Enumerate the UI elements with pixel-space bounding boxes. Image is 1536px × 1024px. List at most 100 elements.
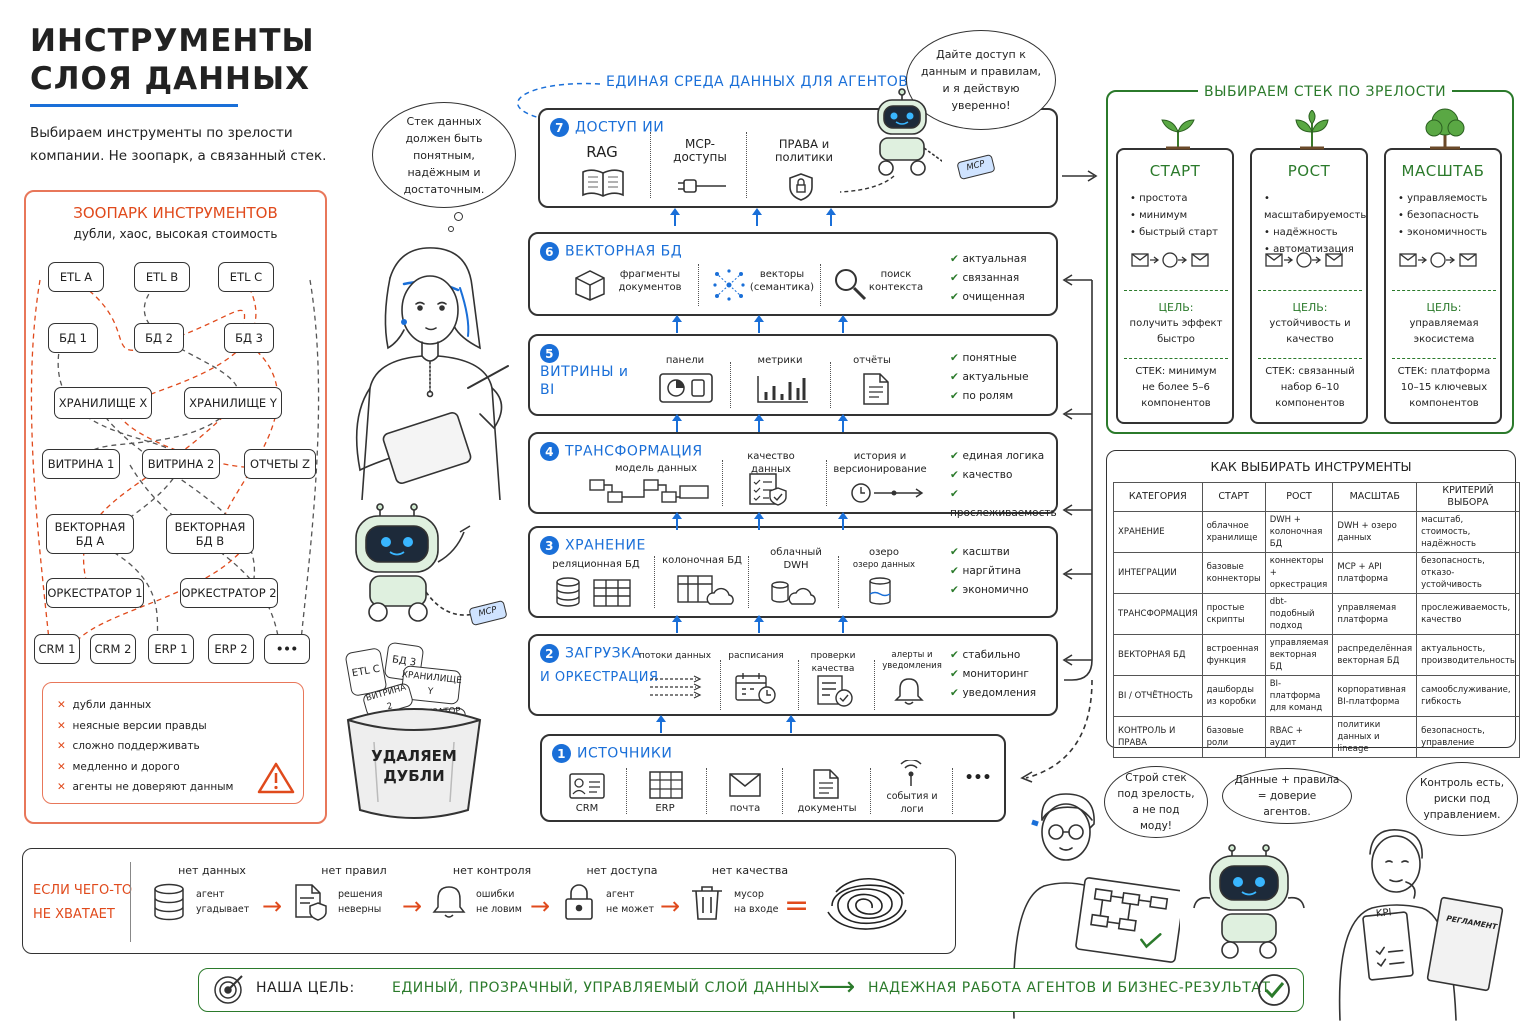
stage-scale-name: МАСШТАБ xyxy=(1401,162,1485,180)
layer-5-marts-bi: 5ВИТРИНЫ и BI панели метрики отчёты поня… xyxy=(528,334,1058,416)
check-clipboard-icon xyxy=(817,675,853,707)
bell-alert-icon xyxy=(432,886,466,918)
arrow-up xyxy=(656,715,666,733)
right-arrow-icon: → xyxy=(660,892,681,920)
tree-icon xyxy=(1425,108,1465,150)
sprout-icon xyxy=(1161,119,1195,150)
zoo-chip-crm2: CRM 2 xyxy=(90,634,136,664)
goal-text: ЕДИНЫЙ, ПРОЗРАЧНЫЙ, УПРАВЛЯЕМЫЙ СЛОЙ ДАН… xyxy=(392,980,820,996)
document-icon xyxy=(813,769,839,799)
girl-thought-bubble: Стек данных должен быть понятным, надёжн… xyxy=(372,102,516,208)
goal-arrow-icon: ⟶ xyxy=(818,972,856,1002)
zoo-chip-erp2: ERP 2 xyxy=(208,634,254,664)
stage-start-stack: СТЕК: минимум не более 5–6 компонентов xyxy=(1135,366,1217,409)
goal-bar xyxy=(198,968,1304,1012)
trash-bin: ETL С БД 3 ХРАНИЛИЩЕ Y ВИТРИНА 2 ОРКЕСТР… xyxy=(344,638,484,819)
maturity-title: ВЫБИРАЕМ СТЕК ПО ЗРЕЛОСТИ xyxy=(1198,84,1453,100)
arrow-up xyxy=(672,315,682,333)
stage-scale-stack: СТЕК: платформа 10–15 ключевых компонент… xyxy=(1397,366,1491,409)
zoo-chip-mart1: ВИТРИНА 1 xyxy=(42,449,120,479)
source-mail: почта xyxy=(729,803,761,814)
stage-start-goal: ЦЕЛЬ:получить эффект быстро xyxy=(1129,301,1223,345)
plant-icon xyxy=(1295,110,1329,150)
robot-thought-bubble: Дайте доступ к данным и правилам, и я де… xyxy=(906,30,1056,130)
stage-growth-stack: СТЕК: связанный набор 6–10 компонентов xyxy=(1265,366,1355,409)
page-title: ИНСТРУМЕНТЫ СЛОЯ ДАННЫХ xyxy=(30,23,315,97)
stage-growth: РОСТ масштабируемостьнадёжностьавтоматиз… xyxy=(1250,110,1368,424)
vector-dots-icon xyxy=(713,269,745,301)
shield-lock-icon xyxy=(789,173,813,201)
cube-icon xyxy=(575,270,605,301)
zoo-subtitle: дубли, хаос, высокая стоимость xyxy=(73,227,278,241)
layer4-history: история и версионирование xyxy=(833,451,927,475)
layer3-relational: реляционная БД xyxy=(552,559,640,570)
lock-icon xyxy=(565,884,593,920)
flow-process-icon xyxy=(1131,252,1209,268)
zoo-chip-storage-x: ХРАНИЛИЩЕ X xyxy=(54,387,152,419)
zoo-chip-orch1: ОРКЕСТРАТОР 1 xyxy=(46,578,144,608)
zoo-chip-vector-b: ВЕКТОРНАЯ БД В xyxy=(166,514,254,554)
problem-item: ✕ неясные версии правды xyxy=(57,719,207,732)
layer2-flows: потоки данных xyxy=(638,651,712,661)
layer5-metrics: метрики xyxy=(757,355,803,366)
layer3-cloud-dwh: облачный DWH xyxy=(770,547,822,571)
layer4-checks: единая логикакачествопрослеживаемость xyxy=(950,447,1057,523)
arrow-up xyxy=(672,615,682,633)
quality-checklist-icon xyxy=(749,473,787,506)
layer5-reports: отчёты xyxy=(853,355,891,366)
dashboard-icon xyxy=(659,373,713,403)
zoo-chip-etl-b: ETL B xyxy=(134,262,190,292)
flow-process-icon xyxy=(1265,252,1343,268)
robot-mcp-illustration xyxy=(355,503,475,622)
source-documents: документы xyxy=(797,803,857,814)
arrow-up xyxy=(838,512,848,530)
center-heading: ЕДИНАЯ СРЕДА ДАННЫХ ДЛЯ АГЕНТОВ xyxy=(606,74,909,90)
chaos-scribble-icon xyxy=(827,877,907,930)
arrow-up xyxy=(754,414,764,432)
table-header-row: КАТЕГОРИЯ СТАРТ РОСТ МАСШТАБ КРИТЕРИЙ ВЫ… xyxy=(1113,482,1520,512)
calendar-clock-icon xyxy=(735,673,776,704)
layer2-quality-checks: проверки качества xyxy=(810,651,856,674)
flow-process-icon xyxy=(1399,252,1477,268)
zoo-problems-list: ✕ дубли данных ✕ неясные версии правды ✕… xyxy=(57,695,233,798)
source-more: ••• xyxy=(964,770,992,786)
stage-start-name: СТАРТ xyxy=(1149,162,1201,180)
tool-selection-panel: КАК ВЫБИРАТЬ ИНСТРУМЕНТЫ КАТЕГОРИЯ СТАРТ… xyxy=(1106,450,1520,758)
arrow-up xyxy=(754,315,764,333)
warning-icon xyxy=(257,762,295,794)
robot-speech-bubble: Данные + правила = доверие агентов. xyxy=(1222,768,1352,824)
bubble-dot xyxy=(448,226,454,232)
data-model-icon xyxy=(589,479,709,503)
right-arrow-icon: → xyxy=(262,892,283,920)
arrow-up xyxy=(670,208,680,226)
arrow-up xyxy=(826,208,836,226)
zoo-chip-db2: БД 2 xyxy=(134,323,184,353)
layer3-columnar: колоночная БД xyxy=(662,555,742,566)
robot-agent-illustration xyxy=(877,88,942,176)
layer6-checks: актуальнаясвязаннаяочищенная xyxy=(950,250,1026,307)
stage-scale-goal: ЦЕЛЬ:управляемая экосистема xyxy=(1409,301,1479,345)
source-erp: ERP xyxy=(655,803,675,814)
feedback-connector xyxy=(1020,170,1098,783)
database-table-icon xyxy=(556,577,631,607)
bell-icon xyxy=(894,678,924,705)
zoo-chip-etl-c: ETL C xyxy=(218,262,274,292)
problem-item: ✕ дубли данных xyxy=(57,699,152,711)
columnar-cloud-icon xyxy=(677,575,734,605)
arrow-up xyxy=(754,615,764,633)
arrow-up xyxy=(752,208,762,226)
erp-grid-icon xyxy=(649,771,683,799)
manager-speech-bubble: Контроль есть, риски под управлением. xyxy=(1406,762,1518,836)
data-flow-icon xyxy=(650,675,702,699)
kpi-label: KPI xyxy=(1375,907,1393,920)
zoo-chip-mart2: ВИТРИНА 2 xyxy=(142,449,220,479)
